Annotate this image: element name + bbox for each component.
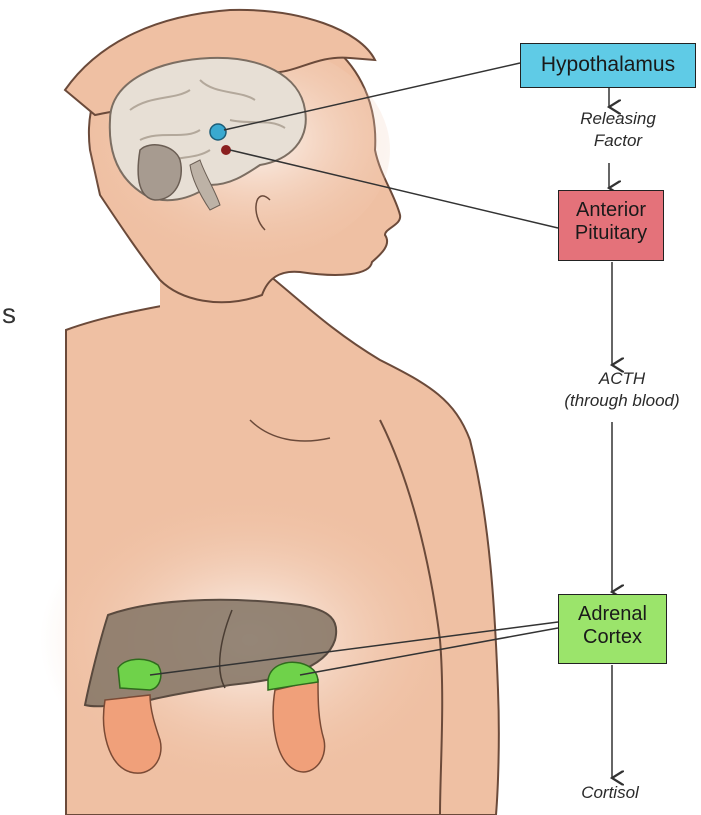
adrenal-cortex-line2: Cortex [559,626,666,649]
hypothalamus-box: Hypothalamus [520,43,696,88]
releasing-factor-label: Releasing Factor [548,108,688,152]
anterior-pituitary-line2: Pituitary [559,222,663,245]
cortisol-label: Cortisol [550,782,670,804]
pituitary-marker [221,145,231,155]
anterior-pituitary-line1: Anterior [559,199,663,222]
releasing-factor-line2: Factor [548,130,688,152]
cortisol-text: Cortisol [550,782,670,804]
acth-line2: (through blood) [522,390,701,412]
anterior-pituitary-box: Anterior Pituitary [558,190,664,261]
adrenal-cortex-line1: Adrenal [559,603,666,626]
cerebellum-shape [138,145,181,200]
acth-label: ACTH (through blood) [522,368,701,412]
acth-line1: ACTH [522,368,701,390]
hypothalamus-label: Hypothalamus [521,53,695,77]
adrenal-cortex-box: Adrenal Cortex [558,594,667,664]
releasing-factor-line1: Releasing [548,108,688,130]
edge-text-fragment: s [2,298,16,330]
hypothalamus-marker [210,124,226,140]
